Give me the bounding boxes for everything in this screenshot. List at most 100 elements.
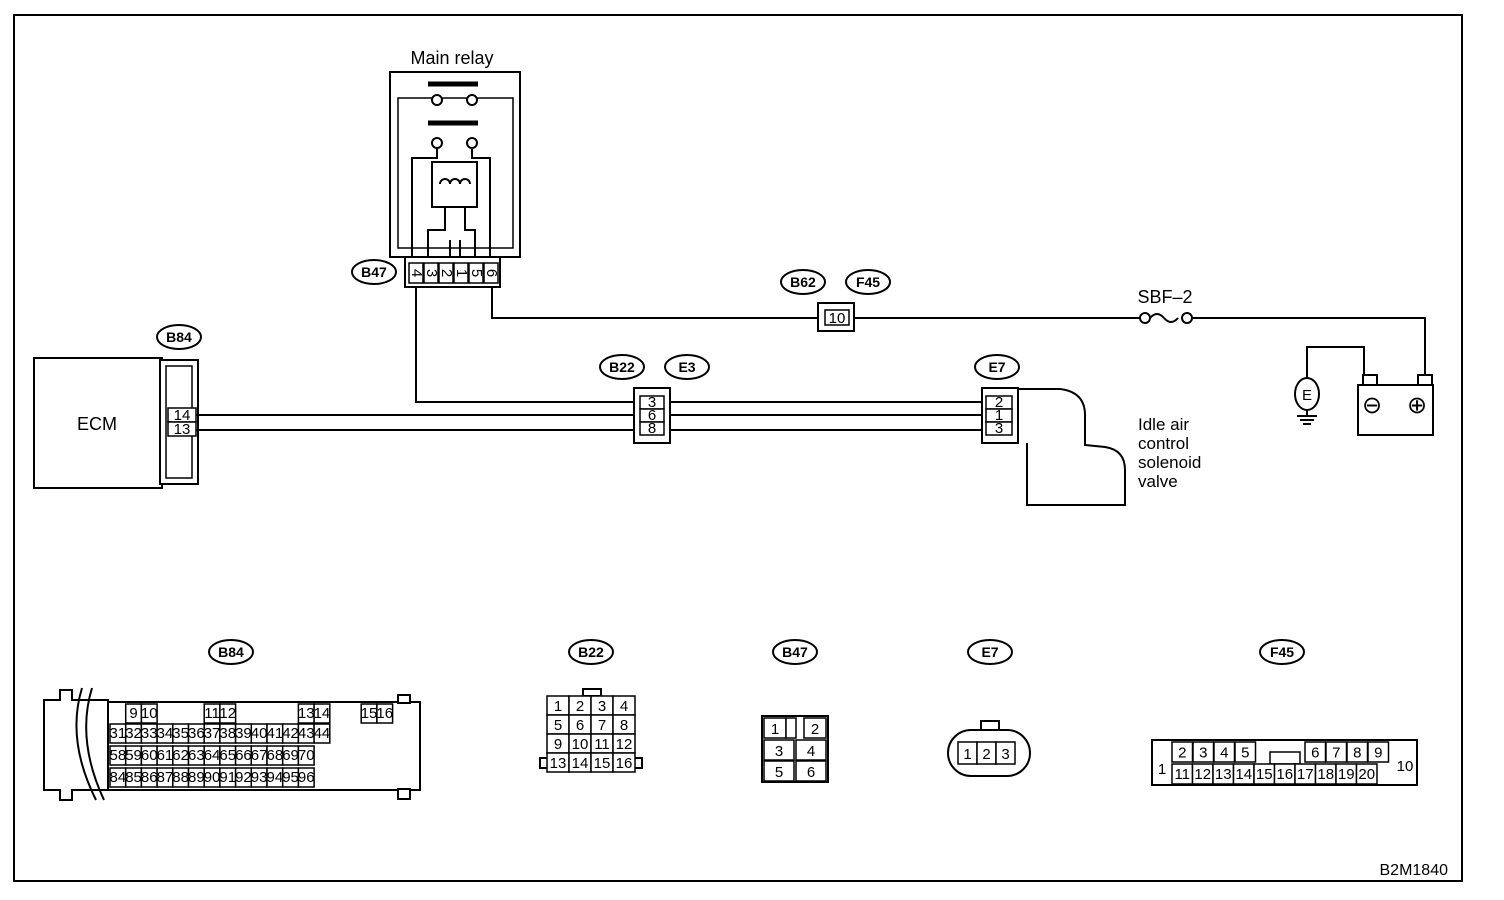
svg-text:B84: B84 [218,644,244,660]
pin-number: 10 [572,736,589,753]
pin-number: 5 [775,764,783,781]
svg-text:1: 1 [995,407,1003,424]
ground-symbol: E [1294,377,1320,425]
pin-number: 2 [811,721,819,738]
pin-number: 12 [1194,766,1211,783]
pin-number: 16 [1276,766,1293,783]
pin-number: 66 [235,747,252,764]
pin-number: 6 [576,717,584,734]
svg-text:13: 13 [174,421,191,438]
pin-number: 62 [172,747,189,764]
svg-text:B62: B62 [790,274,816,290]
pin-number: 4 [1220,744,1228,761]
pin-number: 19 [1338,766,1355,783]
pin-number: 87 [157,769,174,786]
pin-number: 7 [598,717,606,734]
battery-negative: ⊖ [1362,392,1382,419]
svg-text:solenoid: solenoid [1138,453,1201,472]
pin-number: 35 [172,725,189,742]
pin-number: 70 [298,747,315,764]
svg-text:B22: B22 [609,359,635,375]
pin-number: 4 [620,698,628,715]
pin-number: 16 [616,755,633,772]
connector-e7-inline: 2 1 3 [981,387,1019,444]
idle-air-valve-body [1018,388,1126,506]
relay-pin-number: 3 [423,269,440,277]
pin-number: 2 [982,746,990,763]
relay-pin-number: 4 [408,269,425,277]
pin-number: 61 [157,747,174,764]
relay-pin-cell [423,262,439,284]
pin-number: 32 [125,725,142,742]
pin-number: 43 [298,725,315,742]
pin-number: 15 [361,705,378,722]
svg-text:8: 8 [648,420,656,437]
pin-number: 5 [1241,744,1249,761]
pin-number: 96 [298,769,315,786]
svg-text:B22: B22 [578,644,604,660]
b47-pin [763,760,795,782]
b47-pin [795,739,827,761]
relay-pin-cell [483,262,499,284]
pin-number: 6 [807,764,815,781]
pin-number: 34 [157,725,174,742]
svg-text:1: 1 [1158,761,1166,778]
pin-number: 94 [267,769,284,786]
pin-number: 12 [616,736,633,753]
svg-text:3: 3 [648,394,656,411]
pin-number: 11 [594,736,610,753]
pin-number: 9 [554,736,562,753]
svg-text:E7: E7 [981,644,998,660]
svg-text:B47: B47 [782,644,808,660]
pin-number: 13 [298,705,315,722]
svg-text:3: 3 [995,420,1003,437]
pin-number: 10 [141,705,158,722]
svg-text:2: 2 [995,394,1003,411]
pin-number: 91 [219,769,236,786]
pin-number: 88 [172,769,189,786]
diagram-frame [13,14,1463,882]
svg-text:10: 10 [829,310,846,327]
pin-number: 40 [251,725,268,742]
pin-number: 89 [188,769,205,786]
pin-number: 8 [1353,744,1361,761]
pin-number: 84 [110,769,127,786]
svg-text:E: E [1302,387,1312,404]
b84-pin [140,703,158,724]
pin-number: 93 [251,769,268,786]
relay-pin-cell [408,262,424,284]
battery-positive: ⊕ [1407,392,1427,419]
svg-text:B47: B47 [361,264,387,280]
connector-tag-f45: F45 [845,269,891,295]
f45-pin [1234,741,1257,763]
pin-number: 95 [282,769,299,786]
pin-number: 12 [219,705,236,722]
pin-number: 31 [110,725,127,742]
connector-f45-inline: 10 [817,302,855,332]
b84-pin [297,745,315,766]
svg-text:E7: E7 [988,359,1005,375]
pin-number: 58 [110,747,127,764]
b84-pin [313,703,331,724]
pin-number: 68 [267,747,284,764]
connector-b22-inline: 3 6 8 [633,387,671,444]
pin-number: 5 [554,717,562,734]
pin-number: 2 [1178,744,1186,761]
pin-number: 9 [129,705,137,722]
battery: ⊖ ⊕ [1357,374,1434,436]
pin-number: 63 [188,747,205,764]
fuse-sbf2: SBF–2 [1137,287,1193,324]
pin-number: 4 [807,743,815,760]
pin-number: 14 [314,705,331,722]
pin-number: 3 [1199,744,1207,761]
pin-number: 92 [235,769,252,786]
pin-number: 60 [141,747,158,764]
pin-number: 6 [1311,744,1319,761]
pin-number: 20 [1358,766,1375,783]
relay-pin-cell [438,262,454,284]
